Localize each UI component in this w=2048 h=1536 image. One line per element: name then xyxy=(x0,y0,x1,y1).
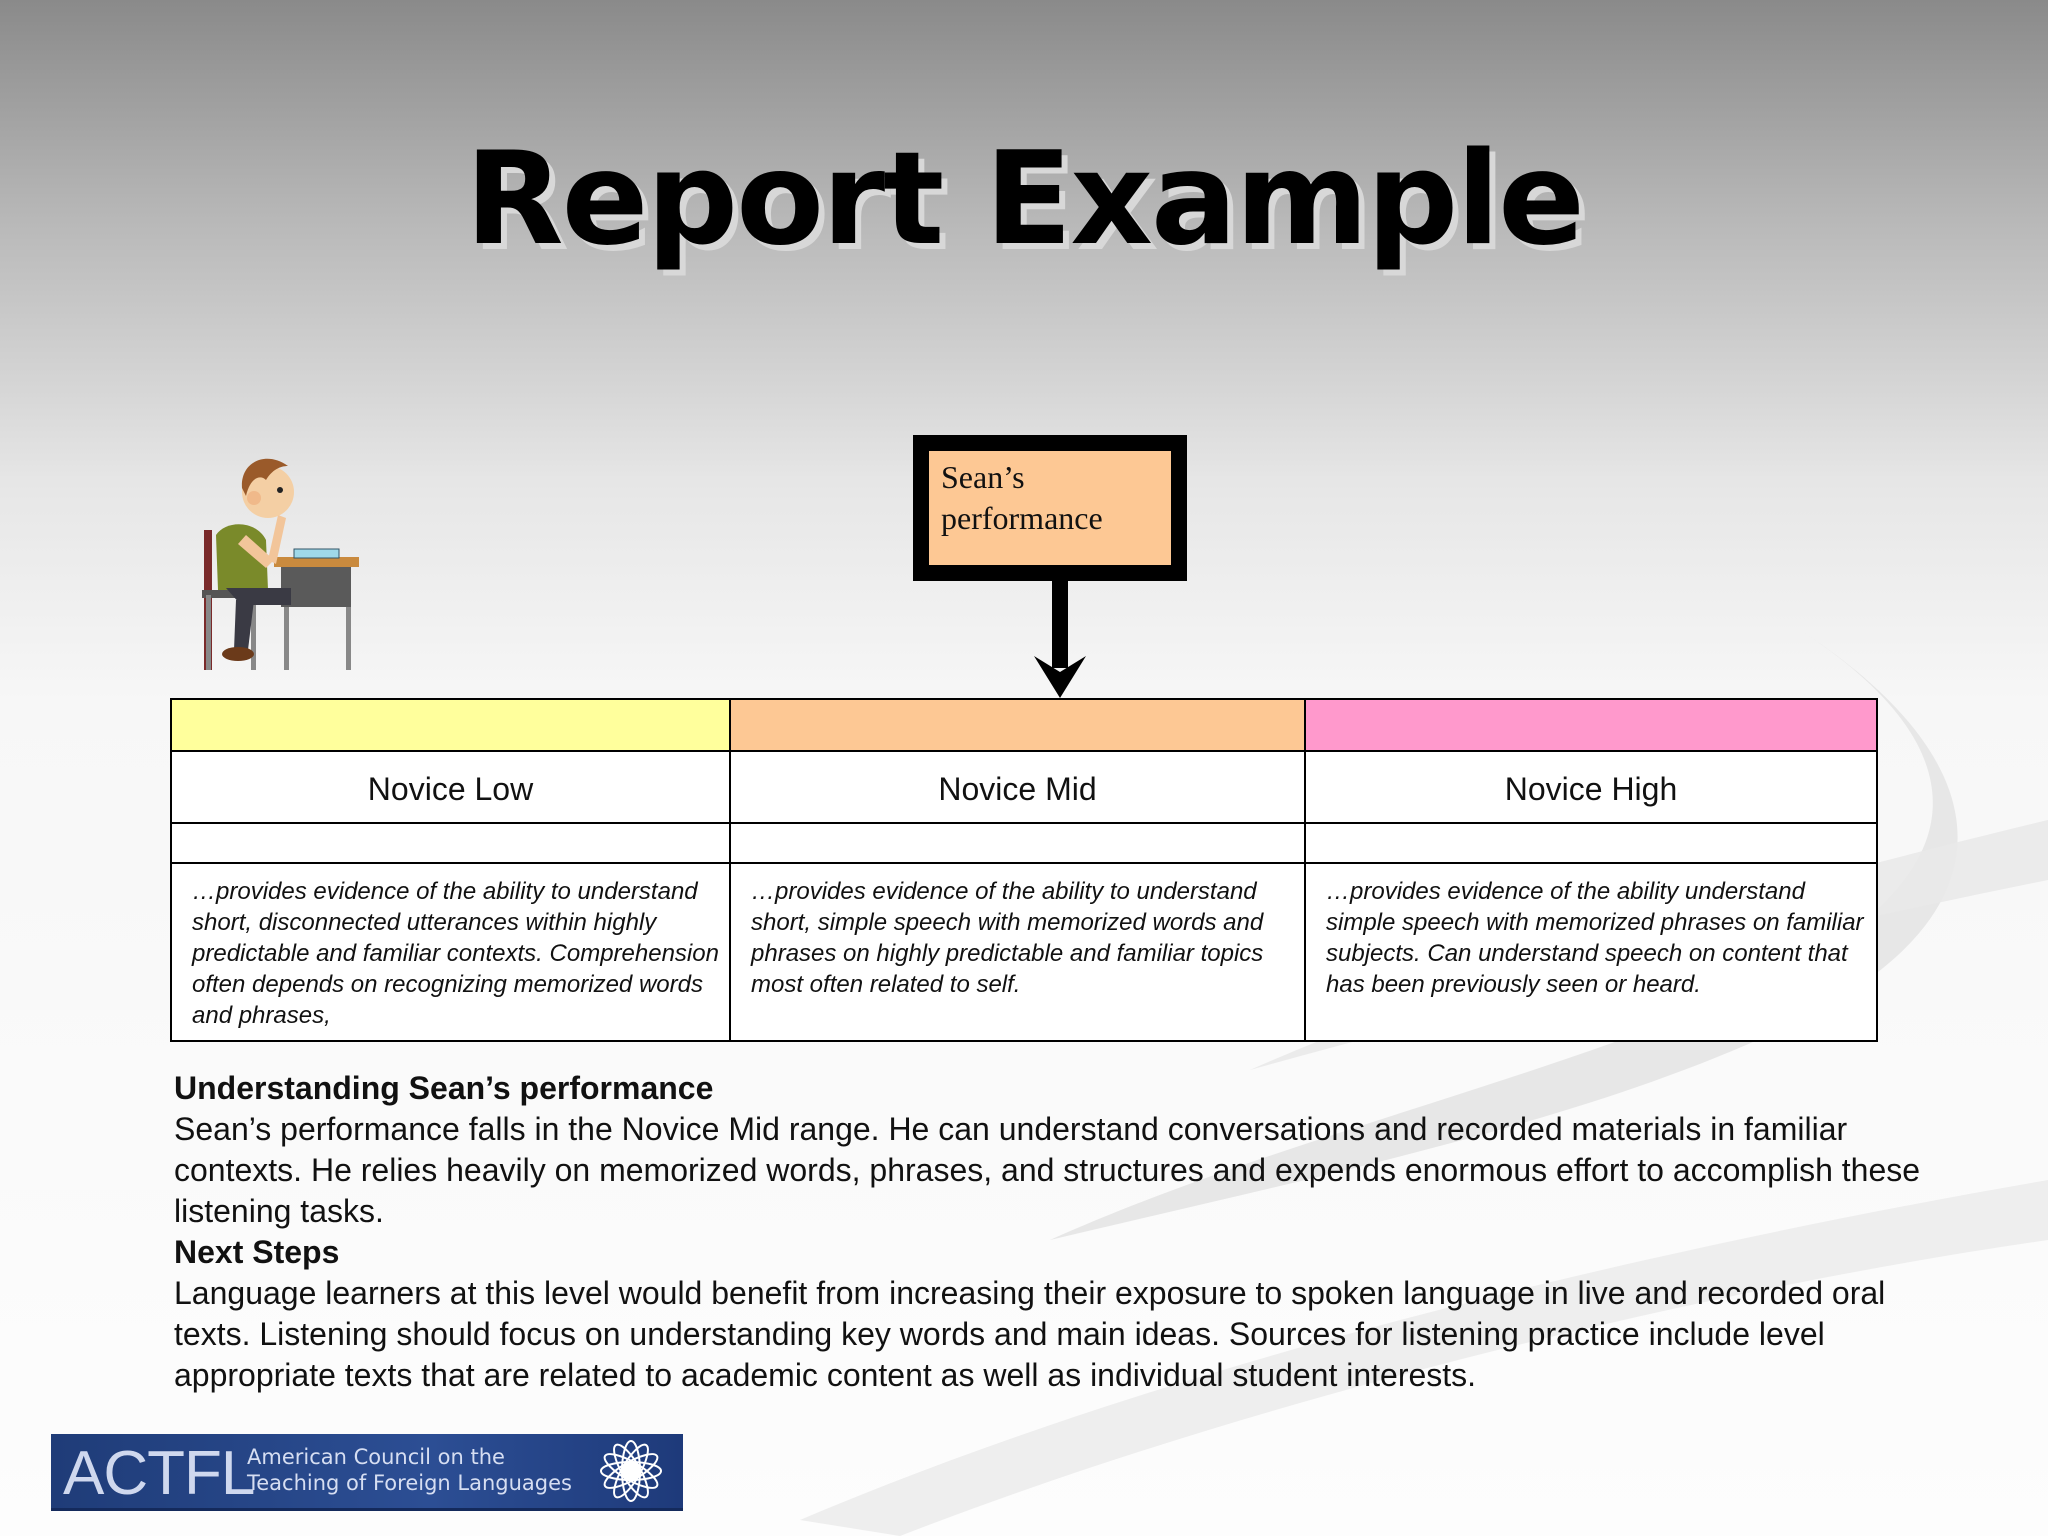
level-name: Novice High xyxy=(1306,752,1876,824)
logo-name-line1: American Council on the xyxy=(247,1445,505,1469)
level-name: Novice Mid xyxy=(731,752,1304,824)
understanding-heading: Understanding Sean’s performance xyxy=(174,1070,714,1106)
level-color-bar xyxy=(731,700,1304,752)
level-column-novice-high: Novice High …provides evidence of the ab… xyxy=(1304,700,1876,1040)
level-name: Novice Low xyxy=(172,752,729,824)
performance-marker-line2: performance xyxy=(941,500,1103,536)
next-steps-heading: Next Steps xyxy=(174,1234,340,1270)
level-description: …provides evidence of the ability to und… xyxy=(192,878,719,1029)
level-spacer-row xyxy=(1306,824,1876,864)
logo-organization-name: American Council on the Teaching of Fore… xyxy=(247,1444,647,1496)
level-spacer-row xyxy=(731,824,1304,864)
level-color-bar xyxy=(172,700,729,752)
level-description: …provides evidence of the ability to und… xyxy=(751,878,1264,998)
performance-summary: Understanding Sean’s performance Sean’s … xyxy=(174,1068,1934,1396)
understanding-text: Sean’s performance falls in the Novice M… xyxy=(174,1111,1921,1229)
next-steps-text: Language learners at this level would be… xyxy=(174,1275,1886,1393)
level-column-novice-mid: Novice Mid …provides evidence of the abi… xyxy=(729,700,1304,1040)
level-description: …provides evidence of the ability unders… xyxy=(1326,878,1864,998)
logo-abbreviation: ACTFL xyxy=(63,1439,255,1508)
slide-title: Report Example xyxy=(465,125,1585,274)
proficiency-levels-table: Novice Low …provides evidence of the abi… xyxy=(170,698,1878,1042)
actfl-logo: ACTFL American Council on the Teaching o… xyxy=(51,1434,683,1511)
mandala-emblem-icon xyxy=(600,1440,662,1502)
student-at-desk-illustration xyxy=(202,458,359,670)
level-color-bar xyxy=(1306,700,1876,752)
level-column-novice-low: Novice Low …provides evidence of the abi… xyxy=(172,700,729,1040)
level-spacer-row xyxy=(172,824,729,864)
performance-marker-line1: Sean’s xyxy=(941,459,1025,495)
performance-marker-box: Sean’s performance xyxy=(913,435,1187,581)
arrow-down-icon xyxy=(1034,578,1086,698)
logo-name-line2: Teaching of Foreign Languages xyxy=(247,1471,572,1495)
